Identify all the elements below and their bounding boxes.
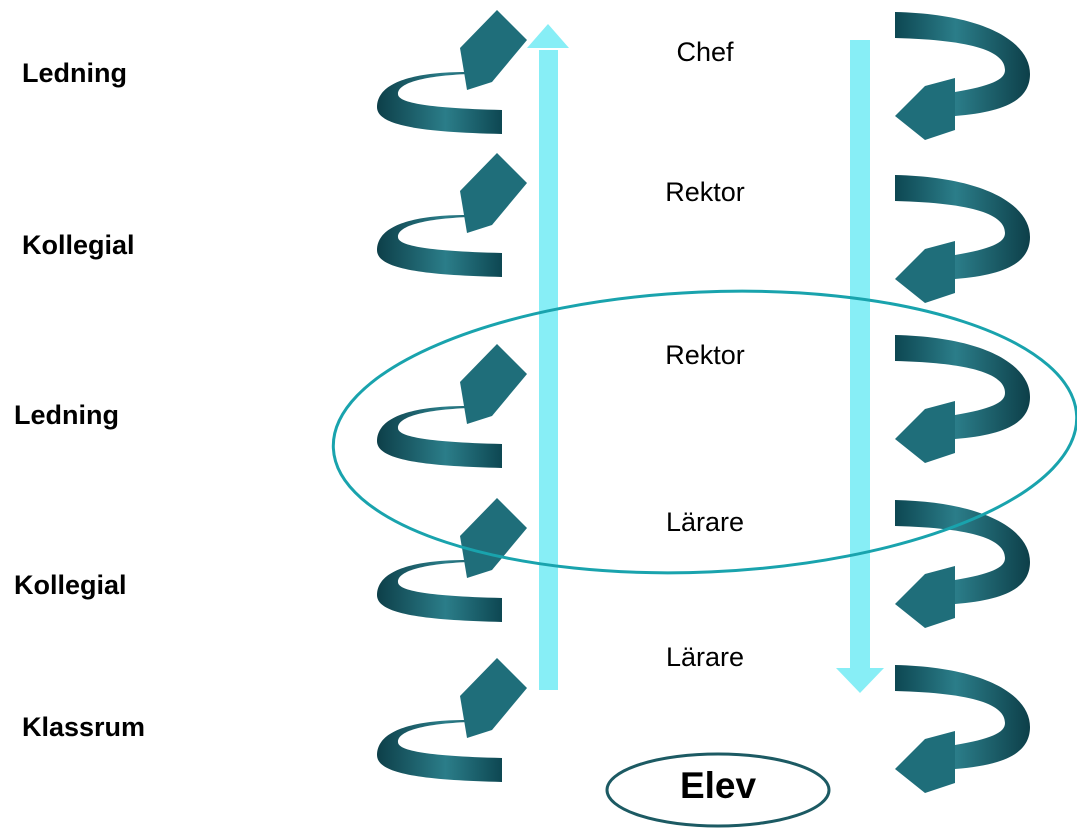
left-cycle-arrow-icon [377,344,527,468]
level-label-kollegial-top: Kollegial [22,230,135,260]
role-label-larare-top: Lärare [665,507,745,537]
left-cycle-arrow-icon [377,498,527,622]
role-label-rektor-middle: Rektor [665,340,745,370]
right-cycle-arrow-icon [895,335,1030,463]
up-arrow-icon [527,24,569,690]
right-cycle-arrow-icon [895,665,1030,793]
left-cycle-arrow-icon [377,10,527,134]
down-arrow-icon [836,40,884,693]
role-label-chef: Chef [676,37,734,67]
right-cycle-arrow-icon [895,175,1030,303]
right-cycle-arrow-icon [895,12,1030,140]
level-label-kollegial-bottom: Kollegial [14,570,127,600]
left-cycle-arrow-icon [377,153,527,277]
elev-ellipse [605,752,831,828]
right-cycle-arrow-icon [895,500,1030,628]
left-cycle-arrow-icon [377,658,527,782]
role-label-larare-bottom: Lärare [665,642,745,672]
level-label-klassrum: Klassrum [22,712,146,742]
elev-label: Elev [679,765,757,806]
role-label-rektor-top: Rektor [665,177,745,207]
level-label-ledning-middle: Ledning [14,400,119,430]
level-label-ledning-top: Ledning [22,58,127,88]
